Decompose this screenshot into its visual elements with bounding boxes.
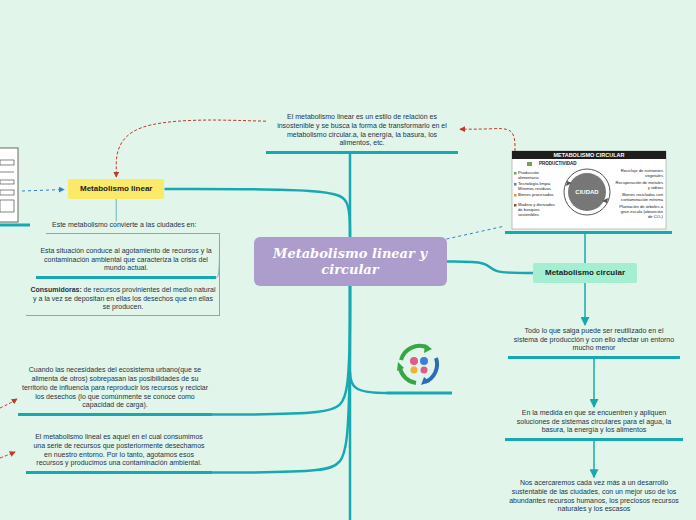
recycle-icon <box>397 344 437 385</box>
topic-note: Cuando las necesidades del ecosistema ur… <box>18 366 212 416</box>
figure-label: Producción alimentaria <box>518 171 560 181</box>
picture-frame <box>512 151 666 229</box>
cycle-ring <box>564 169 610 215</box>
topic-note: Consumidoras:de recursos provinientes de… <box>26 286 220 316</box>
picture-header <box>512 151 666 159</box>
icon-bar <box>387 392 452 395</box>
text-slot: Bienes reciclados con contaminación míni… <box>615 193 663 203</box>
picture-bar <box>0 224 30 227</box>
connector <box>212 286 350 473</box>
figure-label: Bienes procesados <box>518 193 560 198</box>
icon-dot <box>420 357 428 365</box>
connector <box>593 441 595 477</box>
topic-note: Todo lo que salga puede ser reutilizado … <box>508 327 680 359</box>
node-text: Metabolismo linear <box>80 184 152 193</box>
picture-icon <box>514 204 517 207</box>
figure-label: Tecnología limpia Mínimos residuos <box>518 182 560 192</box>
connector <box>116 120 266 177</box>
picture-cell <box>0 180 14 184</box>
figure-label: Bienes reciclados con contaminación míni… <box>615 193 663 203</box>
node-text: Esta situación conduce al agotamiento de… <box>40 247 211 271</box>
topic-note: Nos acercaremos cada vez más a un desarr… <box>505 479 683 517</box>
connector <box>164 189 350 237</box>
node-text: El metabolismo lineal es aquel en el cua… <box>33 433 204 466</box>
text-slot: Bienes procesados <box>518 193 560 198</box>
picture-frame <box>0 148 18 222</box>
cycle-picture <box>512 151 666 229</box>
figure-panel: METABOLISMO CIRCULAR PRODUCTIVIDAD CIUDAD P… <box>505 151 672 234</box>
icon-dot <box>411 367 418 374</box>
figure-label: Recuperación de metales y vidrios <box>615 181 663 191</box>
node-text: Metabolismo linear y circular <box>264 246 437 277</box>
picture-rule <box>0 172 14 173</box>
node-text: Metabolismo circular <box>545 268 625 277</box>
picture-icon <box>514 172 517 175</box>
icon-arrow <box>421 377 430 385</box>
connector <box>212 286 350 415</box>
table-picture <box>0 148 18 222</box>
figure-label: Madera y derivados de bosques sostenible… <box>518 203 560 218</box>
city-circle <box>568 173 606 211</box>
connector <box>447 262 534 274</box>
node-text: Este metabolismo convierte a las ciudade… <box>52 221 196 228</box>
central-topic: Metabolismo linear y circular <box>254 237 447 286</box>
node-text: Cuando las necesidades del ecosistema ur… <box>22 366 208 408</box>
leader-line <box>0 452 15 458</box>
figure-label: Reciclaje de nutrientes vegetales <box>615 169 663 179</box>
icon-arrow <box>397 362 404 371</box>
figure-label: PRODUCTIVIDAD <box>539 161 589 166</box>
text-slot: Madera y derivados de bosques sostenible… <box>518 203 560 218</box>
topic-note: Esta situación conduce al agotamiento de… <box>36 247 216 279</box>
text-slot: CIUDAD <box>567 189 607 196</box>
cycle-arrow <box>566 181 572 186</box>
text-slot: Producción alimentaria <box>518 171 560 181</box>
picture-cell <box>0 200 14 212</box>
picture-icon <box>514 194 517 197</box>
figure-label: METABOLISMO CIRCULAR <box>512 151 666 159</box>
branch-box: Metabolismo linear <box>68 179 164 199</box>
branch-line <box>350 372 387 393</box>
picture-cell <box>0 160 14 165</box>
icon-dot <box>421 367 428 374</box>
connector <box>584 283 586 325</box>
node-text: El metabolismo linear es un estilo de re… <box>277 113 447 146</box>
cycle-arrow <box>602 198 608 203</box>
branch-box: Metabolismo circular <box>533 263 637 283</box>
icon-dot <box>410 357 418 365</box>
figure-label: Plantación de árboles a gran escala (abs… <box>615 205 663 220</box>
connector <box>593 359 595 407</box>
connector <box>447 226 506 239</box>
connector <box>460 129 515 151</box>
connector <box>216 234 220 278</box>
text-slot: METABOLISMO CIRCULAR <box>512 151 666 159</box>
text-slot: Plantación de árboles a gran escala (abs… <box>615 205 663 220</box>
topic-note: En la medida en que se encuentren y apli… <box>505 409 683 441</box>
topic-note: El metabolismo lineal es aquel en el cua… <box>26 433 212 474</box>
icon-arrow <box>424 344 432 353</box>
connector <box>219 234 220 316</box>
leader-line <box>0 399 17 408</box>
topic-note: Este metabolismo convierte a las ciudade… <box>46 221 220 234</box>
node-text: Nos acercaremos cada vez más a un desarr… <box>509 479 679 512</box>
connector <box>584 234 586 263</box>
text-slot: PRODUCTIVIDAD <box>539 161 589 166</box>
picture-icon <box>514 183 517 186</box>
figure-label: CIUDAD <box>567 189 607 196</box>
text-slot: Recuperación de metales y vidrios <box>615 181 663 191</box>
picture-cell <box>0 190 14 195</box>
text-slot: Reciclaje de nutrientes vegetales <box>615 169 663 179</box>
node-text: En la medida en que se encuentren y apli… <box>517 409 671 433</box>
leader-line <box>22 190 64 192</box>
connector <box>116 199 117 221</box>
topic-note: El metabolismo linear es un estilo de re… <box>266 113 458 154</box>
picture-icon <box>527 162 532 166</box>
node-text: Consumidoras: <box>31 286 82 293</box>
text-slot: Tecnología limpia Mínimos residuos <box>518 182 560 192</box>
node-text: Todo lo que salga puede ser reutilizado … <box>514 327 674 351</box>
